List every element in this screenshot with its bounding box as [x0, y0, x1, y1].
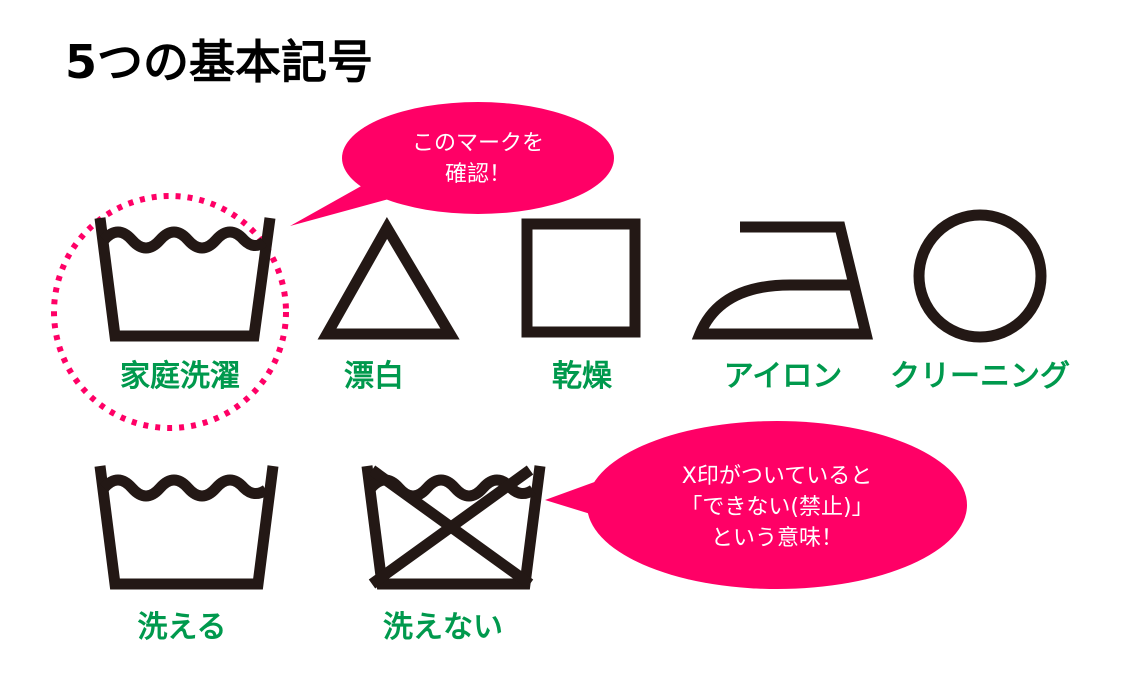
callout-line: このマークを — [412, 131, 544, 156]
label-dry: 乾燥 — [552, 359, 613, 394]
label-bleach: 漂白 — [344, 359, 404, 394]
washtub-icon — [94, 465, 279, 590]
callout-x-mark-meaning: X印がついていると 「できない(禁止)」 という意味！ — [545, 421, 967, 589]
label-washable: 洗える — [137, 610, 226, 645]
page-title: 5つの基本記号 — [65, 35, 373, 89]
square-icon — [521, 218, 641, 338]
callout-line: 確認！ — [445, 162, 511, 187]
washtub-icon — [94, 217, 276, 342]
callout-check-mark: このマークを 確認！ — [290, 102, 614, 226]
callout-line: X印がついていると — [682, 464, 872, 489]
label-not-washable: 洗えない — [383, 610, 503, 645]
triangle-icon — [317, 217, 460, 340]
callout-line: という意味！ — [711, 526, 843, 551]
label-home-wash: 家庭洗濯 — [120, 359, 240, 394]
label-cleaning: クリーニング — [890, 359, 1070, 394]
washtub-crossed-icon — [361, 465, 546, 590]
iron-icon — [691, 221, 873, 340]
highlight-dotted-circle — [51, 193, 289, 431]
label-iron: アイロン — [724, 359, 843, 394]
callout-line: 「できない(禁止)」 — [680, 495, 873, 520]
circle-icon — [913, 209, 1047, 343]
